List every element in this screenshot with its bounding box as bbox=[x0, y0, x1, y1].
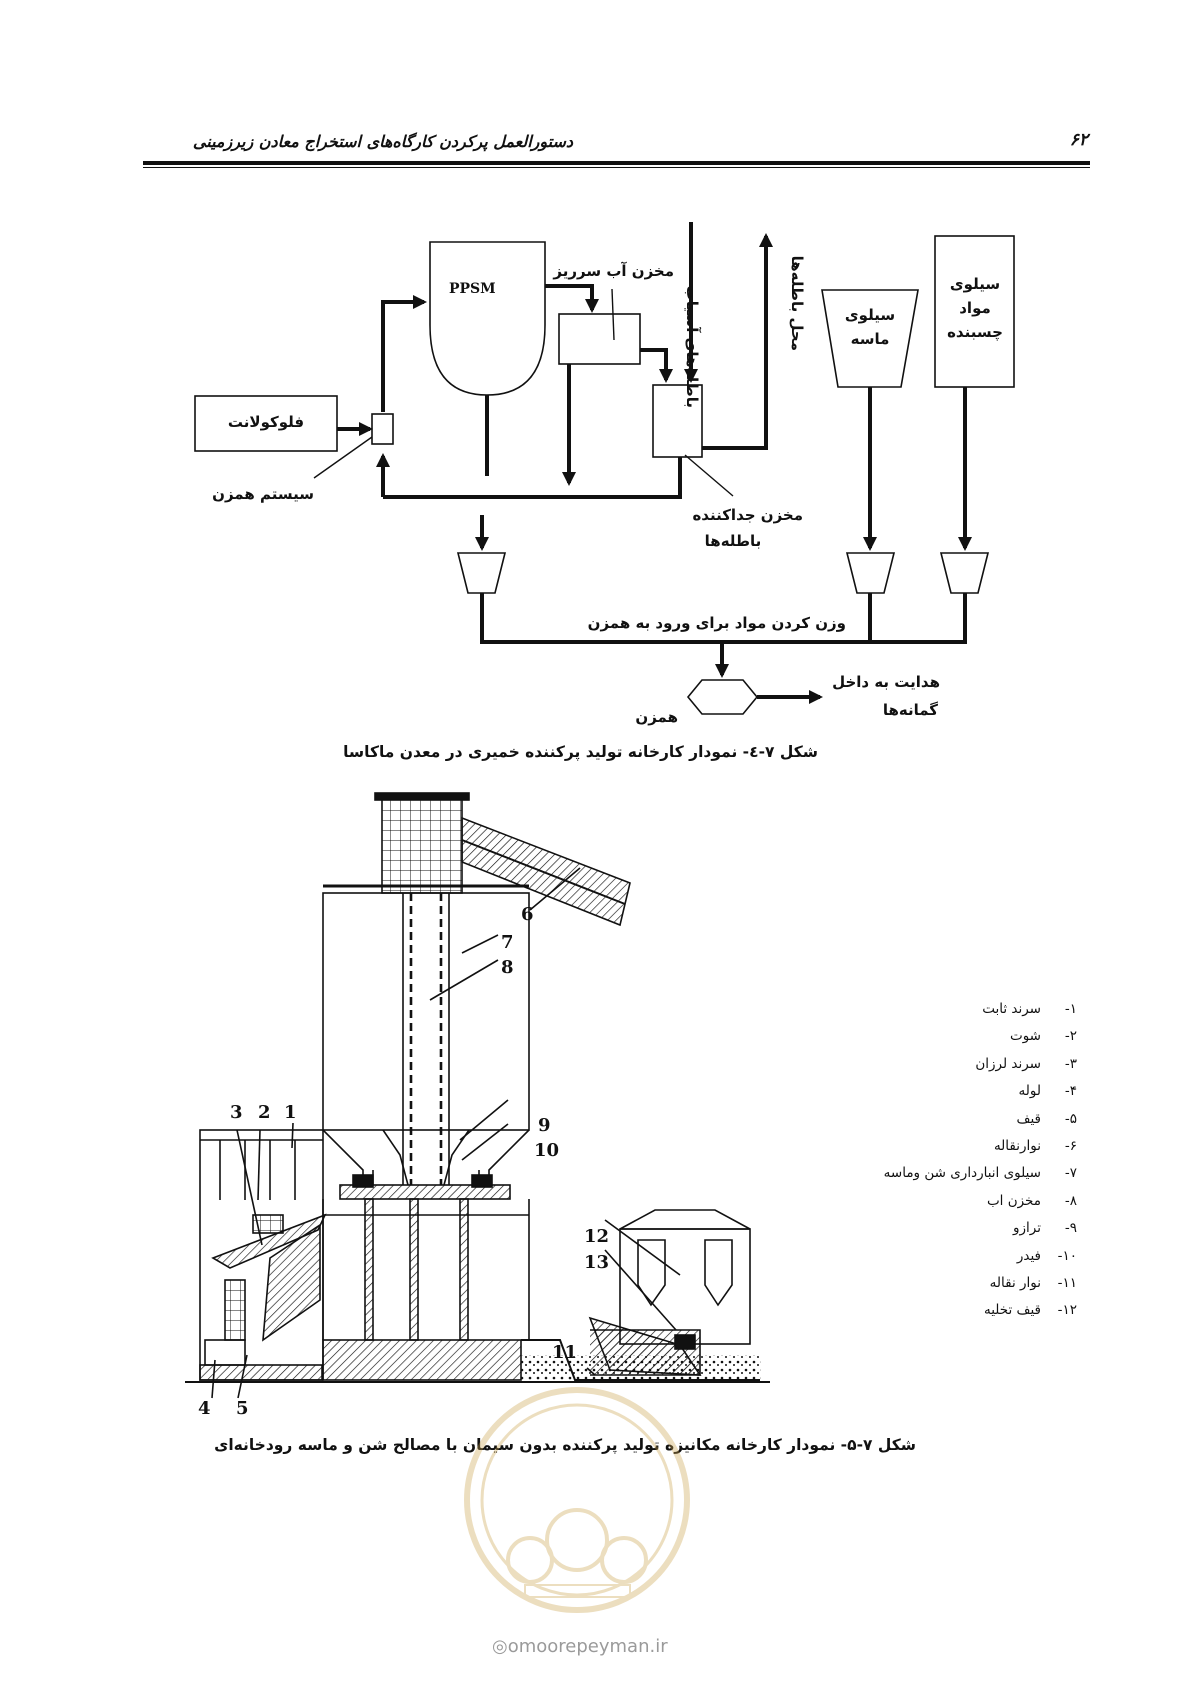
label-binder-silo-3: چسبنده bbox=[947, 323, 1003, 341]
main-silo bbox=[322, 892, 530, 1131]
legend-item: ۱۰-فیدر bbox=[1016, 1247, 1077, 1264]
callout-5: 5 bbox=[236, 1398, 249, 1419]
callout-2: 2 bbox=[258, 1102, 271, 1123]
callout-4: 4 bbox=[198, 1398, 211, 1419]
callout-10: 10 bbox=[534, 1140, 560, 1161]
flocculant-box bbox=[194, 395, 338, 452]
sand-silo bbox=[821, 289, 919, 388]
label-flocculant: فلوکولانت bbox=[227, 413, 305, 431]
header-rule-thin bbox=[143, 167, 1090, 168]
legend-item: ۵-قیف bbox=[1016, 1110, 1077, 1127]
separator-box bbox=[652, 384, 703, 458]
legend-item: ۷-سیلوی انبارداری شن وماسه bbox=[883, 1165, 1077, 1182]
hopper-3 bbox=[939, 552, 990, 594]
label-sand-silo-2: ماسه bbox=[850, 330, 890, 348]
callout-3: 3 bbox=[230, 1102, 243, 1123]
globe-icon: ◎ bbox=[492, 1636, 508, 1657]
label-ppsm: PPSM bbox=[449, 281, 496, 297]
label-guide-2: گمانه‌ها bbox=[882, 701, 938, 719]
callout-7: 7 bbox=[501, 932, 514, 953]
callout-12: 12 bbox=[584, 1226, 610, 1247]
hopper-2 bbox=[845, 552, 896, 594]
figure2-caption: شکل ۷-۵- نمودار کارخانه مکانیزه تولید پر… bbox=[214, 1436, 916, 1454]
label-separator-1: مخزن جداکننده bbox=[692, 506, 803, 524]
figure2-legend: ۱-سرند ثابت ۲-شوت ۳-سرند لرزان ۴-لوله ۵-… bbox=[860, 996, 1077, 1325]
label-binder-silo-2: مواد bbox=[959, 299, 991, 317]
callout-6: 6 bbox=[521, 904, 534, 925]
callout-9: 9 bbox=[538, 1115, 551, 1136]
ppsm-vessel bbox=[429, 241, 546, 396]
legend-item: ۸-مخزن اب bbox=[986, 1192, 1077, 1209]
callout-1: 1 bbox=[284, 1102, 297, 1123]
label-mixer: همزن bbox=[635, 708, 678, 726]
inclined-conveyor bbox=[461, 816, 631, 927]
label-binder-silo-1: سیلوی bbox=[949, 275, 1001, 293]
hopper-1 bbox=[456, 552, 507, 594]
header-title: دستورالعمل پرکردن کارگاه‌های استخراج معا… bbox=[192, 132, 573, 151]
label-sand-silo-1: سیلوی bbox=[844, 306, 896, 324]
legend-item: ۲-شوت bbox=[1010, 1028, 1077, 1045]
binder-silo bbox=[934, 235, 1015, 388]
legend-item: ۱۱-نوار نقاله bbox=[989, 1275, 1077, 1292]
header-rule bbox=[143, 161, 1090, 165]
label-overflow-tank: مخزن آب سرریز bbox=[553, 262, 674, 280]
foundation bbox=[322, 1339, 522, 1381]
overflow-tank-box bbox=[558, 313, 641, 365]
callout-11: 11 bbox=[552, 1342, 578, 1363]
legend-item: ۱۲-قیف تخلیه bbox=[983, 1302, 1077, 1319]
legend-item: ۹-ترازو bbox=[1013, 1220, 1077, 1237]
label-separator-2: باطله‌ها bbox=[704, 532, 762, 550]
label-mixer-system: سیستم همزن bbox=[212, 485, 314, 503]
label-guide-1: هدایت به داخل bbox=[832, 673, 940, 691]
callout-13: 13 bbox=[584, 1252, 610, 1273]
watermark-site: ◎omoorepeyman.ir bbox=[492, 1636, 668, 1657]
page-number: ۶۲ bbox=[1069, 130, 1088, 150]
callout-8: 8 bbox=[501, 957, 514, 978]
legend-item: ۱-سرند ثابت bbox=[982, 1001, 1077, 1017]
legend-item: ۴-لوله bbox=[1018, 1083, 1077, 1100]
figure1-caption: شکل ۷-٤- نمودار کارخانه تولید پرکننده خم… bbox=[343, 743, 818, 761]
legend-item: ۳-سرند لرزان bbox=[975, 1055, 1077, 1072]
legend-item: ۶-نوارنقاله bbox=[993, 1138, 1077, 1155]
label-weighing: وزن کردن مواد برای ورود به همزن bbox=[587, 614, 846, 632]
